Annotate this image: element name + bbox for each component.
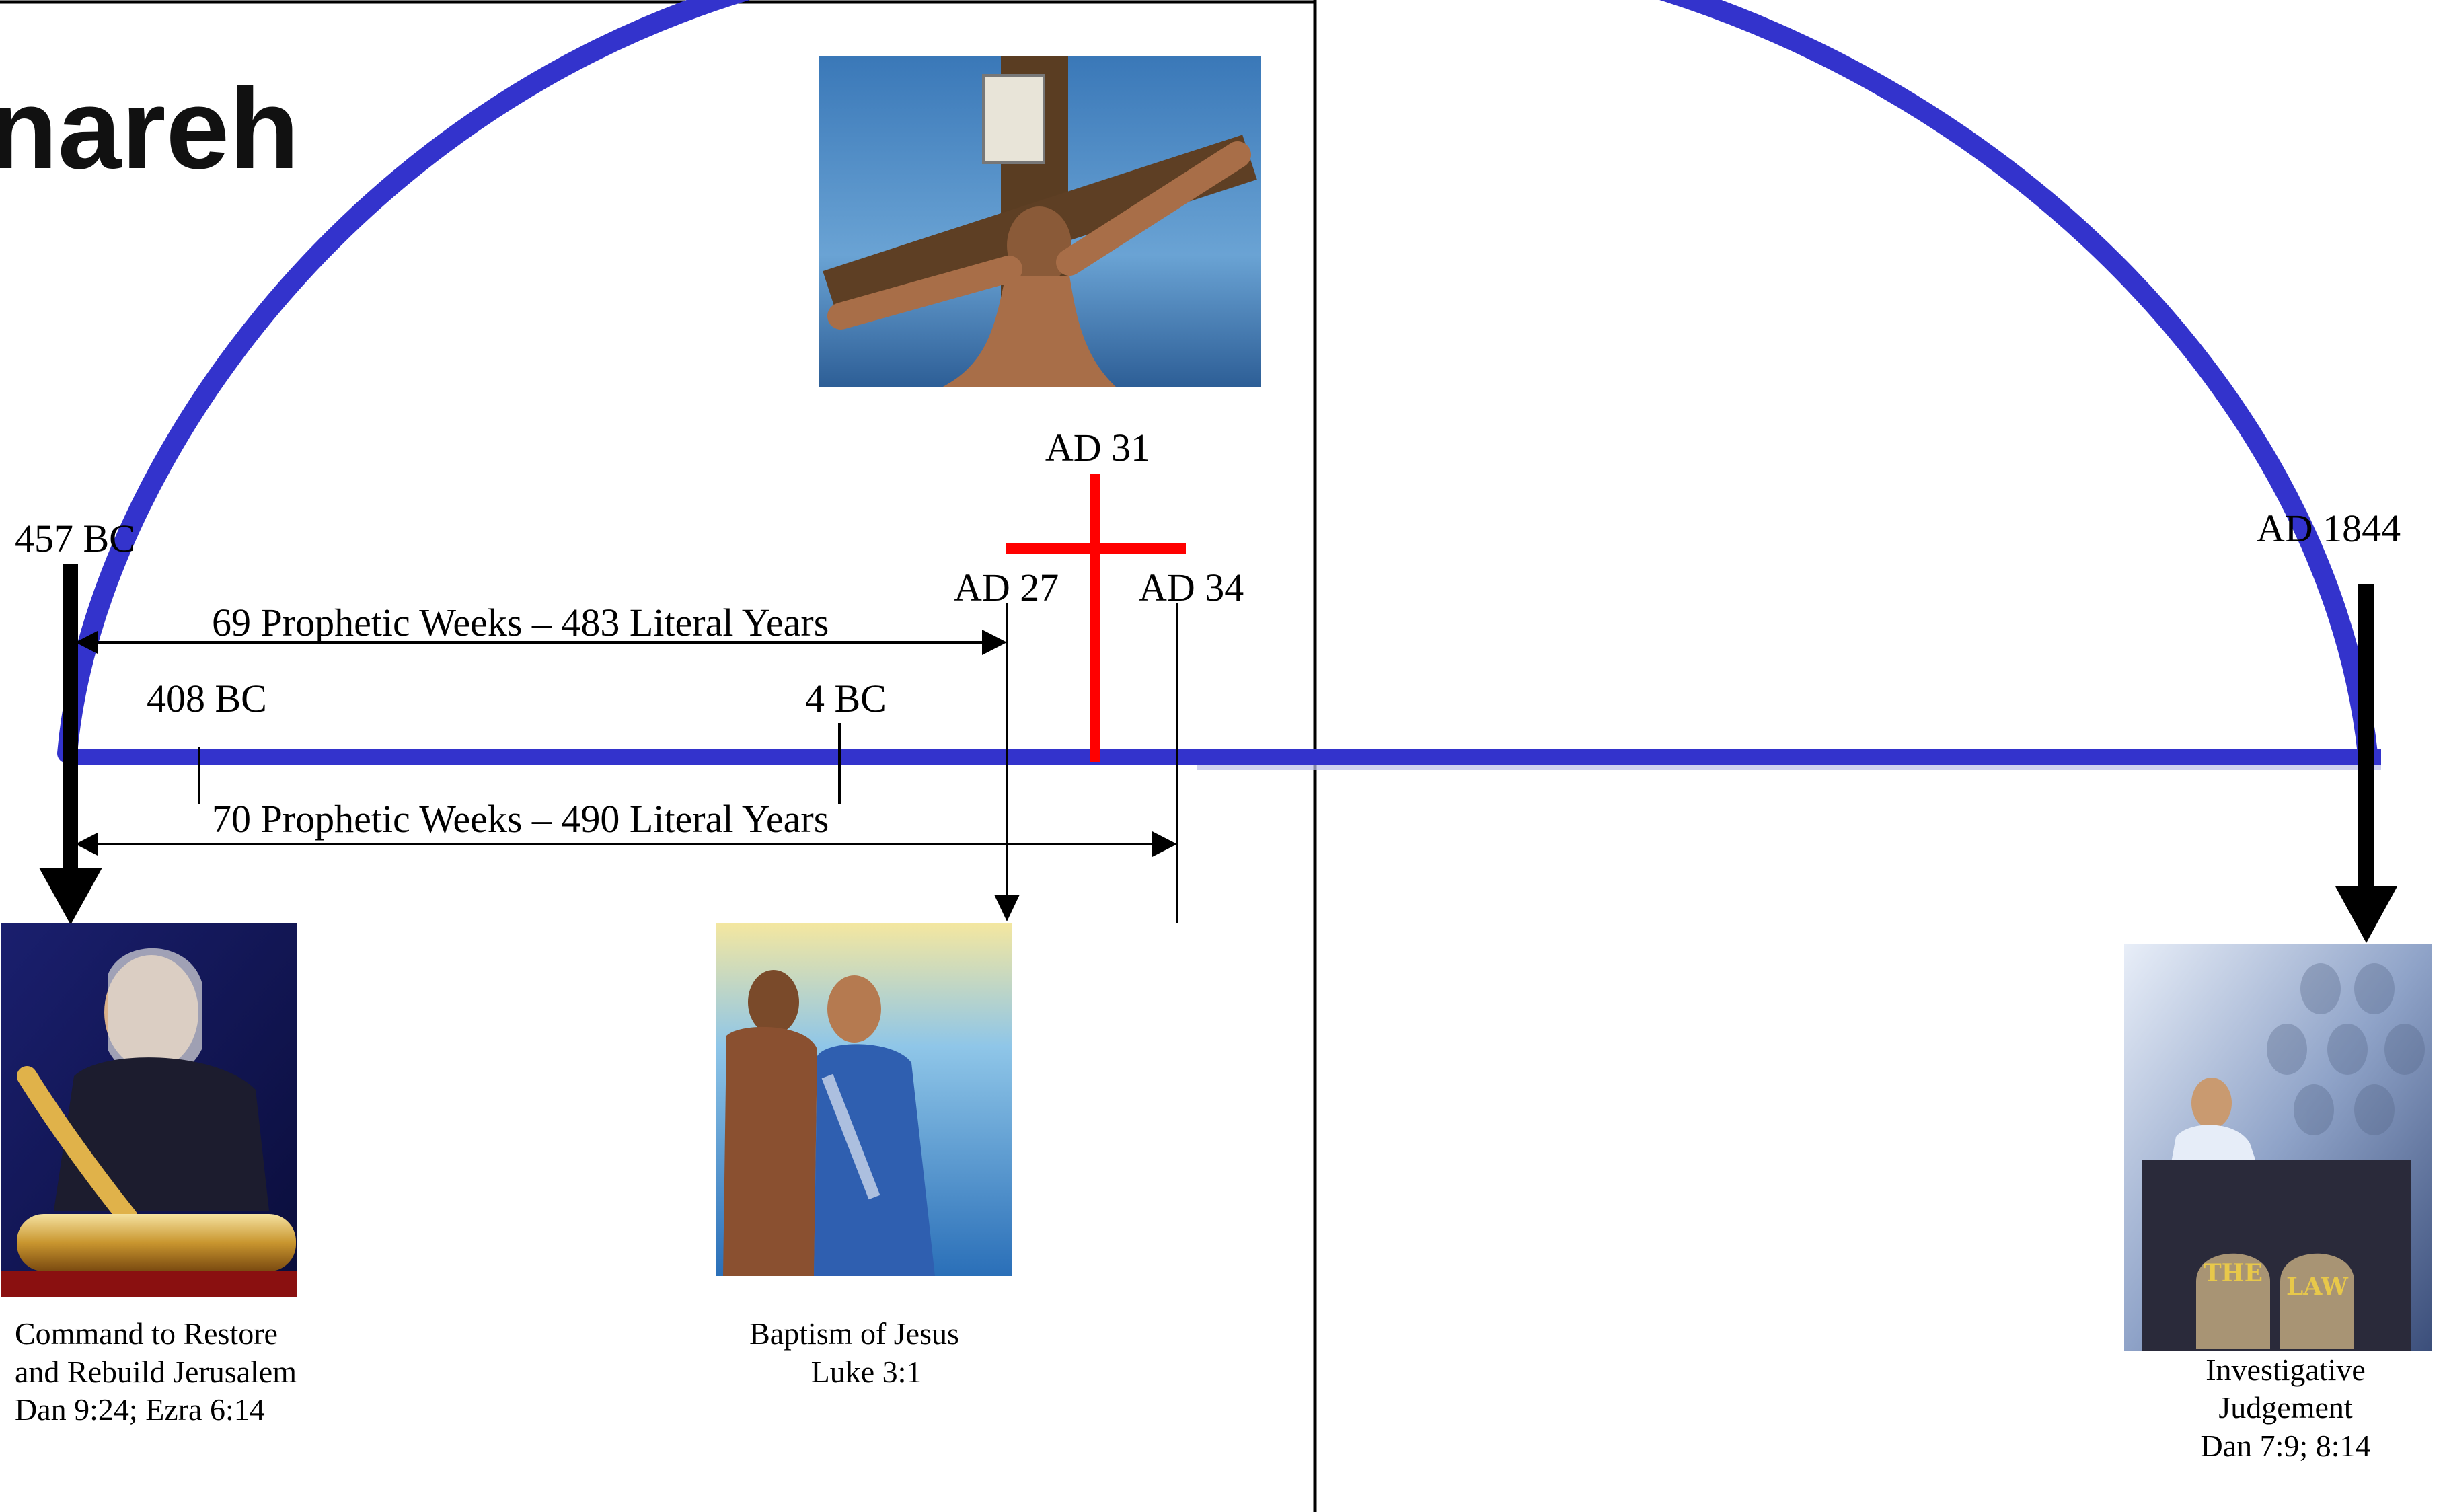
arrow-head-ad27 xyxy=(994,895,1020,921)
svg-text:Investigative: Investigative xyxy=(2206,1353,2366,1387)
tablet-text-the: THE xyxy=(2204,1259,2263,1287)
date-label-457bc: 457 BC xyxy=(15,517,135,560)
svg-text:Command to Restore: Command to Restore xyxy=(15,1316,278,1351)
caption-baptism: Baptism of Jesus Luke 3:1 xyxy=(749,1316,959,1389)
crucifixion-cross-marker xyxy=(1006,474,1186,762)
title-fragment: nareh xyxy=(0,65,299,193)
date-label-ad1844: AD 1844 xyxy=(2257,506,2401,550)
svg-text:Baptism of Jesus: Baptism of Jesus xyxy=(749,1316,959,1351)
span-label-70-weeks: 70 Prophetic Weeks – 490 Literal Years xyxy=(212,797,829,841)
caption-judgement: Investigative Judgement Dan 7:9; 8:14 xyxy=(2201,1353,2371,1463)
date-label-ad34: AD 34 xyxy=(1139,566,1244,609)
svg-text:and Rebuild Jerusalem: and Rebuild Jerusalem xyxy=(15,1355,297,1389)
svg-text:Dan 9:24; Ezra 6:14: Dan 9:24; Ezra 6:14 xyxy=(15,1392,265,1427)
svg-text:Dan 7:9; 8:14: Dan 7:9; 8:14 xyxy=(2201,1429,2371,1463)
caption-command: Command to Restore and Rebuild Jerusalem… xyxy=(15,1316,297,1427)
crucifixion-image xyxy=(819,56,1261,387)
blue-arc xyxy=(57,0,2378,763)
span-70-weeks xyxy=(75,831,1177,857)
date-label-408bc: 408 BC xyxy=(147,677,267,720)
date-label-4bc: 4 BC xyxy=(805,677,887,720)
span-label-69-weeks: 69 Prophetic Weeks – 483 Literal Years xyxy=(212,601,829,644)
svg-text:Luke 3:1: Luke 3:1 xyxy=(811,1355,922,1389)
timeline-bar-shadow xyxy=(1197,765,2381,770)
date-label-ad27: AD 27 xyxy=(954,566,1059,609)
arrow-down-ad1844 xyxy=(2335,584,2397,943)
tablet-text-law: LAW xyxy=(2286,1273,2348,1301)
main-timeline-bar xyxy=(64,749,2381,765)
baptism-image xyxy=(716,923,1012,1276)
judgement-law-image: THE LAW xyxy=(2124,944,2432,1351)
date-label-ad31: AD 31 xyxy=(1045,426,1150,469)
svg-text:Judgement: Judgement xyxy=(2218,1390,2353,1425)
arrow-down-457bc xyxy=(39,564,102,925)
scribe-writing-image xyxy=(1,923,297,1297)
span-69-weeks xyxy=(75,630,1007,655)
